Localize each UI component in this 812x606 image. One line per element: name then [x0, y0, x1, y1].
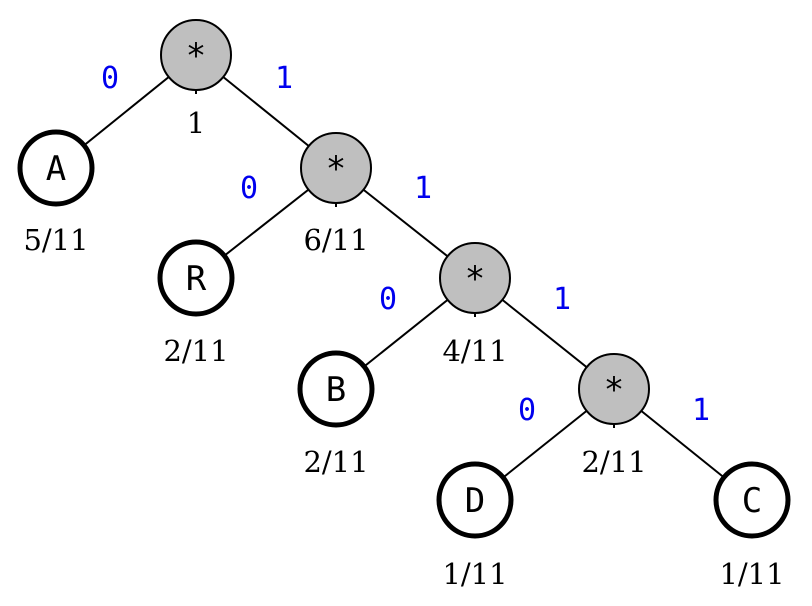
leaf-node-symbol: D [465, 481, 485, 521]
leaf-node-circle [157, 239, 235, 317]
internal-node-circle [439, 242, 511, 314]
leaf-node-circle [17, 129, 95, 207]
leaf-node-symbol: R [186, 259, 207, 299]
internal-node-weights: 1 6/11 4/11 2/11 [187, 106, 647, 479]
leaf-nodes: A R B D C [17, 129, 791, 539]
leaf-node-D: D [436, 461, 514, 539]
weight-label-n1: 1 [187, 106, 205, 140]
leaf-node-B: B [297, 350, 375, 428]
bit-label-n4-C: 1 [692, 393, 710, 428]
bit-label-n2-n3: 1 [414, 171, 432, 206]
leaf-node-symbol: B [326, 370, 346, 410]
leaf-node-A: A [17, 129, 95, 207]
leaf-node-symbol: A [46, 149, 66, 189]
internal-node-circle [300, 132, 372, 204]
leaf-node-circle [297, 350, 375, 428]
internal-node-symbol: * [186, 36, 206, 76]
weight-label-R: 2/11 [163, 334, 228, 368]
internal-nodes: * * * * [160, 19, 650, 425]
weight-label-D: 1/11 [442, 557, 507, 591]
bit-label-n3-n4: 1 [553, 282, 571, 317]
internal-node-circle [160, 19, 232, 91]
internal-node-symbol: * [604, 370, 624, 410]
leaf-node-weights: 5/11 2/11 2/11 1/11 1/11 [23, 223, 784, 591]
bit-label-n1-A: 0 [101, 61, 119, 96]
internal-node-n3: * [439, 242, 511, 314]
leaf-node-C: C [713, 461, 791, 539]
internal-node-symbol: * [465, 259, 485, 299]
leaf-node-symbol: C [742, 481, 762, 521]
bit-label-n2-R: 0 [240, 171, 258, 206]
internal-node-n1: * [160, 19, 232, 91]
weight-label-B: 2/11 [303, 445, 368, 479]
internal-node-n2: * [300, 132, 372, 204]
weight-label-C: 1/11 [719, 557, 784, 591]
weight-label-A: 5/11 [23, 223, 88, 257]
bit-label-n1-n2: 1 [275, 61, 293, 96]
bit-label-n4-D: 0 [518, 393, 536, 428]
leaf-node-circle [713, 461, 791, 539]
internal-node-n4: * [578, 353, 650, 425]
bit-label-n3-B: 0 [379, 282, 397, 317]
weight-label-n4: 2/11 [581, 445, 646, 479]
leaf-node-circle [436, 461, 514, 539]
leaf-node-R: R [157, 239, 235, 317]
internal-node-symbol: * [326, 149, 346, 189]
weight-label-n2: 6/11 [303, 223, 368, 257]
edge-bit-labels: 0 1 0 1 0 1 0 1 [101, 61, 710, 428]
internal-node-circle [578, 353, 650, 425]
weight-label-n3: 4/11 [442, 334, 507, 368]
